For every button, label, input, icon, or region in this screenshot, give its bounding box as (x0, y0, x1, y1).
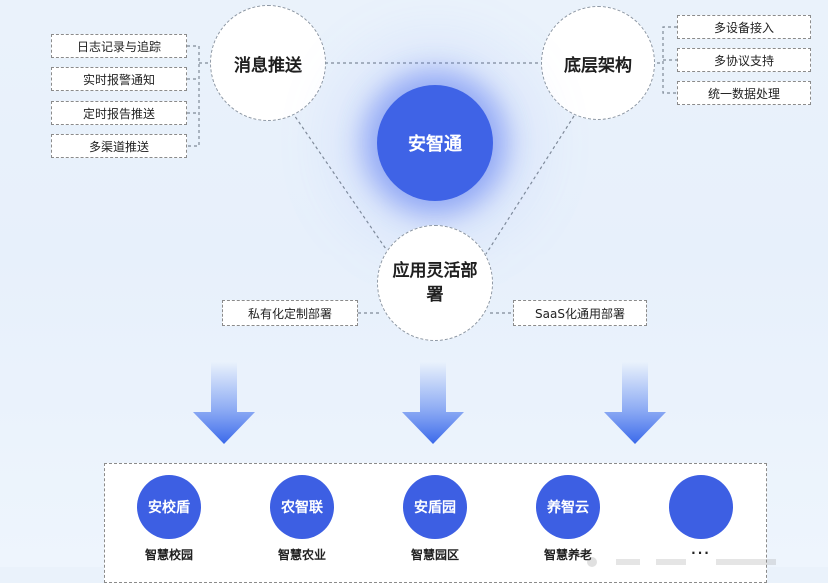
deploy-tag-saas-label: SaaS化通用部署 (535, 306, 625, 321)
down-arrow-icon (604, 362, 666, 444)
product-label: 智慧养老 (543, 548, 592, 562)
link-architecture-deployment (485, 115, 575, 255)
deploy-tag-private: 私有化定制部署 (222, 300, 358, 326)
product-circle: 养智云 (536, 475, 600, 539)
core-node-label: 安智通 (408, 134, 462, 155)
product-label: 智慧校园 (144, 548, 193, 562)
node-messaging: 消息推送 (210, 5, 326, 121)
left-bracket (187, 45, 200, 147)
node-deployment-label: 应用灵活部署 (392, 261, 478, 305)
product-name: 安校盾 (148, 500, 190, 516)
node-architecture: 底层架构 (541, 6, 655, 120)
deploy-tag-private-label: 私有化定制部署 (247, 306, 332, 321)
left-tag: 多渠道推送 (51, 134, 187, 158)
right-tag-label: 统一数据处理 (707, 86, 780, 101)
left-tag: 日志记录与追踪 (51, 34, 187, 58)
deploy-tag-saas: SaaS化通用部署 (513, 300, 647, 326)
product-circle: 安校盾 (137, 475, 201, 539)
left-tag-label: 实时报警通知 (82, 72, 155, 87)
product-circle: 农智联 (270, 475, 334, 539)
core-node: 安智通 (377, 85, 493, 201)
node-architecture-label: 底层架构 (564, 55, 632, 76)
right-tag-label: 多设备接入 (713, 20, 774, 35)
down-arrow-icon (402, 362, 464, 444)
right-tag: 多设备接入 (677, 15, 811, 39)
link-messaging-deployment (291, 111, 389, 253)
right-tag-label: 多协议支持 (713, 53, 774, 68)
right-tag: 统一数据处理 (677, 81, 811, 105)
product-circle: 安盾园 (403, 475, 467, 539)
watermark-logo-icon (587, 557, 776, 567)
product-name: 安盾园 (414, 500, 456, 516)
node-messaging-label: 消息推送 (234, 55, 302, 76)
more-ellipsis: ··· (691, 546, 711, 560)
left-tag-label: 多渠道推送 (88, 139, 149, 154)
node-deployment: 应用灵活部署 (377, 225, 493, 341)
left-tag-label: 定时报告推送 (82, 106, 155, 121)
product-name: 养智云 (547, 500, 589, 516)
left-tag: 定时报告推送 (51, 101, 187, 125)
product-label: 智慧园区 (410, 548, 459, 562)
product-name: 农智联 (281, 500, 323, 516)
left-tag: 实时报警通知 (51, 67, 187, 91)
right-bracket (662, 26, 677, 94)
left-tag-label: 日志记录与追踪 (76, 39, 161, 54)
product-circle-more (669, 475, 733, 539)
product-label: 智慧农业 (277, 548, 326, 562)
right-tag: 多协议支持 (677, 48, 811, 72)
down-arrow-icon (193, 362, 255, 444)
